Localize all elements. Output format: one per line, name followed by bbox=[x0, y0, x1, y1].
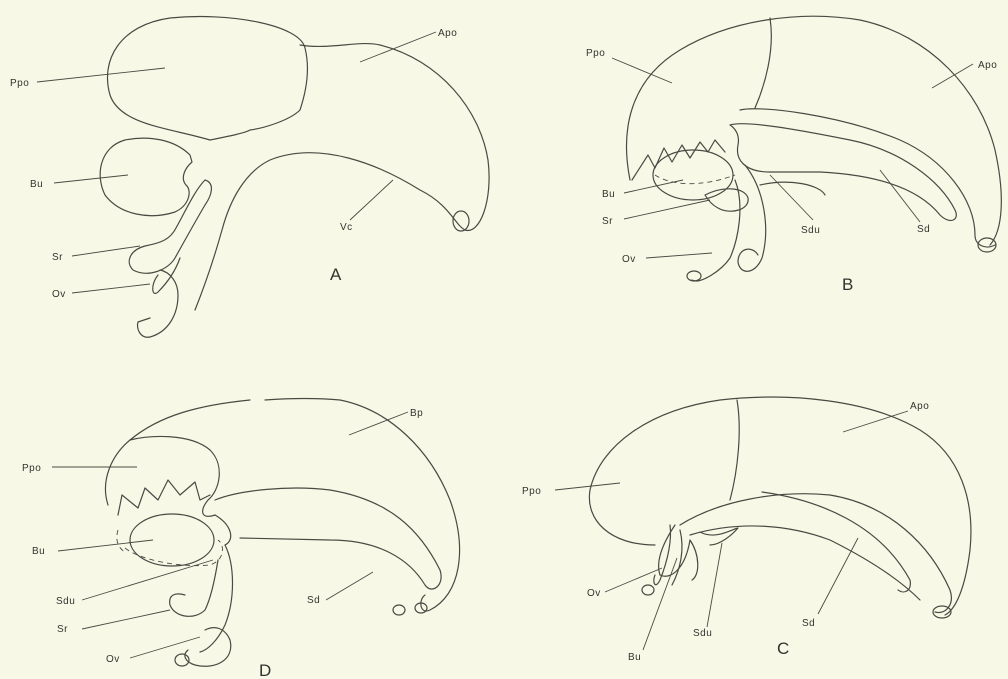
label-ov: Ov bbox=[52, 289, 66, 300]
panel-d-sd-terminal-a bbox=[393, 605, 405, 615]
panel-d-sdu-leader bbox=[82, 560, 213, 600]
panel-c-sd-leader bbox=[818, 538, 858, 614]
label-sd: Sd bbox=[307, 595, 320, 606]
panel-b-duct-outline bbox=[730, 109, 995, 247]
panel-b-ov-terminal bbox=[687, 271, 701, 281]
panel-d-bu-outline bbox=[130, 514, 214, 566]
label-sdu: Sdu bbox=[801, 225, 820, 236]
panel-letter-b: B bbox=[842, 275, 853, 294]
panel-c-ov-terminal bbox=[642, 585, 654, 595]
label-sr: Sr bbox=[602, 216, 613, 227]
label-bp: Bp bbox=[410, 408, 423, 419]
panel-b-sawtooth bbox=[632, 140, 725, 180]
panel-b-sd-leader bbox=[880, 170, 920, 222]
label-bu: Bu bbox=[628, 652, 641, 663]
label-ppo: Ppo bbox=[10, 78, 29, 89]
panel-c-inner-duct bbox=[762, 492, 910, 592]
panel-d-ov-outline bbox=[185, 628, 231, 667]
panel-b-apo-leader bbox=[932, 64, 973, 88]
panel-d-sawtooth bbox=[118, 480, 210, 515]
panel-a-vc-leader bbox=[350, 180, 393, 220]
panel-b-ppo-apo-divider bbox=[755, 18, 771, 108]
label-bu: Bu bbox=[30, 179, 43, 190]
panel-a-apo-outline bbox=[195, 44, 489, 310]
panel-c-duct-outline bbox=[680, 494, 951, 613]
panel-b-bu-outline bbox=[653, 150, 733, 200]
panel-d-ppo-outline bbox=[105, 436, 219, 516]
label-sr: Sr bbox=[57, 624, 68, 635]
panel-a-ov-outline bbox=[138, 258, 181, 337]
panel-a-ov-leader bbox=[72, 284, 150, 293]
panel-c: Ppo Apo Ov Sdu Sd Bu C bbox=[522, 397, 971, 663]
label-ov: Ov bbox=[106, 654, 120, 665]
panel-d-sd-leader bbox=[326, 572, 373, 600]
panel-a-sr-leader bbox=[72, 246, 140, 256]
panel-a: Ppo Apo Bu Vc Sr Ov A bbox=[10, 17, 489, 338]
panel-d-bp-leader bbox=[349, 412, 408, 435]
label-bu: Bu bbox=[602, 189, 615, 200]
label-apo: Apo bbox=[978, 60, 997, 71]
label-sd: Sd bbox=[917, 224, 930, 235]
panel-d: Ppo Bp Bu Sdu Sr Sd Ov D bbox=[22, 399, 460, 679]
panel-b-sr-leader bbox=[624, 200, 710, 219]
panel-d-bu-dashed bbox=[117, 530, 223, 566]
panel-d-duct-outline bbox=[215, 488, 441, 589]
label-sdu: Sdu bbox=[693, 628, 712, 639]
label-sdu: Sdu bbox=[56, 596, 75, 607]
label-apo: Apo bbox=[910, 401, 929, 412]
panel-letter-d: D bbox=[259, 661, 271, 679]
panel-c-ppo-leader bbox=[555, 483, 620, 490]
panel-d-sr-outline bbox=[170, 545, 233, 652]
label-sd: Sd bbox=[802, 618, 815, 629]
panel-a-bu-leader bbox=[54, 175, 128, 183]
panel-a-apo-leader bbox=[360, 32, 436, 62]
panel-d-body-outline bbox=[130, 399, 460, 612]
panel-b-ov-outline bbox=[692, 165, 766, 281]
label-ppo: Ppo bbox=[22, 463, 41, 474]
panel-a-ppo-outline bbox=[108, 17, 308, 140]
label-ov: Ov bbox=[587, 588, 601, 599]
label-apo: Apo bbox=[438, 28, 457, 39]
panel-b-ov-leader bbox=[646, 253, 712, 258]
panel-c-ppo-apo-divider bbox=[730, 400, 739, 500]
panel-a-ppo-leader bbox=[37, 68, 165, 82]
panel-d-ov-leader bbox=[130, 637, 200, 658]
label-bu: Bu bbox=[32, 546, 45, 557]
panel-b: Ppo Apo Bu Sr Ov Sdu Sd B bbox=[586, 16, 1001, 294]
panel-letter-c: C bbox=[777, 639, 789, 658]
panel-c-sdu-leader bbox=[707, 543, 722, 627]
panel-b-body-outline bbox=[627, 16, 1002, 245]
label-ppo: Ppo bbox=[586, 48, 605, 59]
label-sr: Sr bbox=[52, 252, 63, 263]
panel-b-sr-outline bbox=[705, 182, 825, 211]
panel-c-bu-leader bbox=[643, 558, 677, 650]
panel-letter-a: A bbox=[330, 265, 342, 284]
panel-c-apo-leader bbox=[843, 411, 908, 432]
panel-d-bu-leader bbox=[58, 540, 153, 551]
panel-b-bu-dashed bbox=[655, 175, 735, 184]
panel-a-sr-outline bbox=[129, 180, 211, 273]
label-ppo: Ppo bbox=[522, 486, 541, 497]
panel-b-bu-leader bbox=[624, 180, 683, 193]
label-ov: Ov bbox=[622, 254, 636, 265]
panel-d-sr-leader bbox=[82, 610, 170, 629]
panel-c-body-outline bbox=[589, 397, 971, 615]
label-vc: Vc bbox=[340, 222, 353, 233]
